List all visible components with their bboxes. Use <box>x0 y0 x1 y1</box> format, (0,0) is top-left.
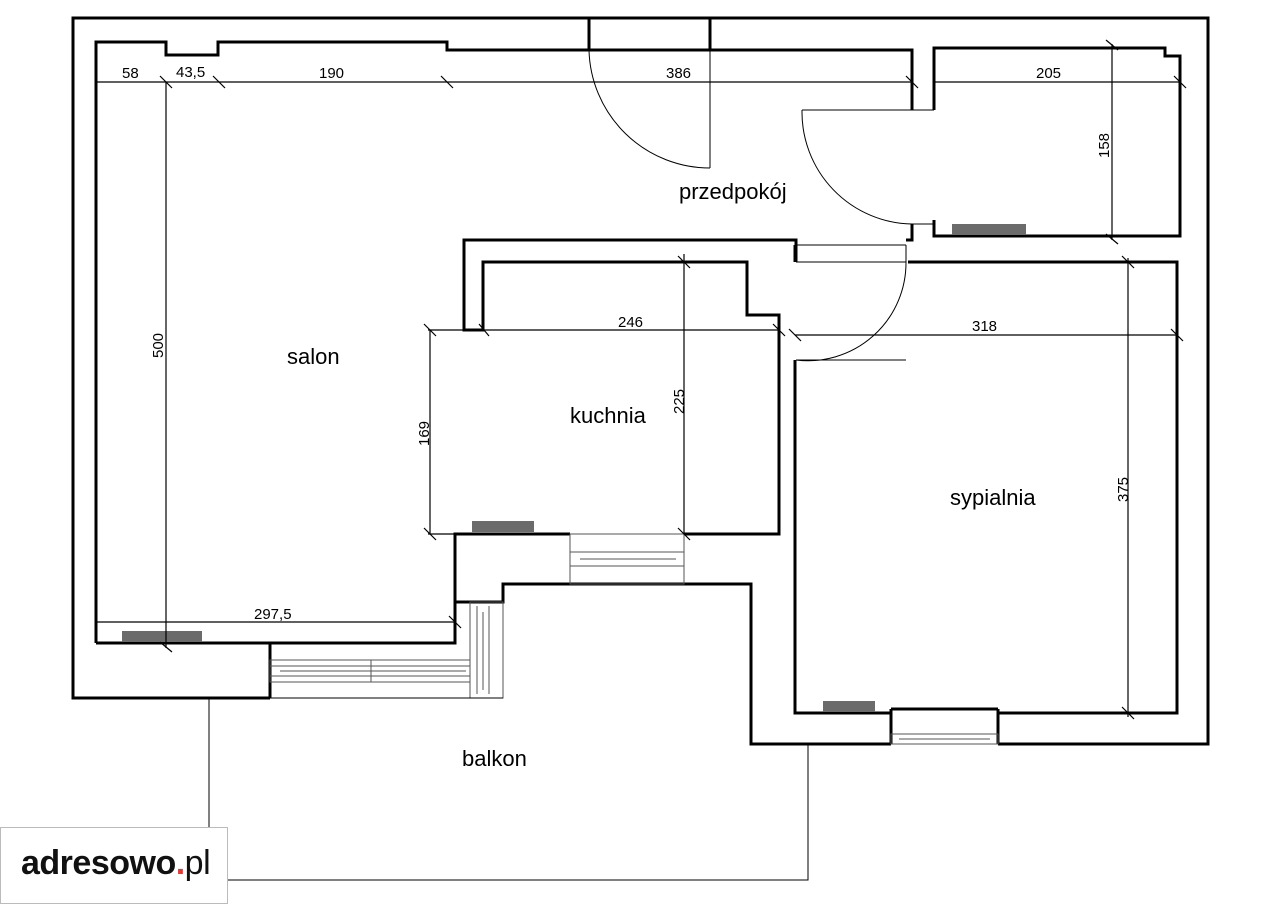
logo-tld: pl <box>184 844 211 882</box>
dimension-lines <box>95 39 1187 720</box>
room-label-przedpokoj: przedpokój <box>679 179 787 204</box>
dim-label-salon-top-c: 190 <box>319 65 344 82</box>
balcony-outline <box>208 698 809 881</box>
room-label-balkon: balkon <box>462 746 527 771</box>
room-label-sypialnia: sypialnia <box>950 485 1036 510</box>
room-label-kuchnia: kuchnia <box>570 403 647 428</box>
windows <box>269 533 999 745</box>
logo-name: adresowo <box>21 844 176 882</box>
dim-label-salon-top-a: 58 <box>122 65 139 82</box>
bathroom-walls <box>906 46 1182 242</box>
radiators <box>122 224 1026 712</box>
dim-label-salon-bottom: 297,5 <box>254 606 292 623</box>
dim-label-bath-width: 205 <box>1036 65 1061 82</box>
outer-walls <box>71 16 1210 746</box>
dim-label-bedroom-width: 318 <box>972 318 997 335</box>
room-label-salon: salon <box>287 344 340 369</box>
dim-label-kitchen-height: 225 <box>671 389 688 414</box>
dim-label-kitchen-inner-height: 169 <box>416 421 433 446</box>
dim-label-salon-top-b: 43,5 <box>176 64 205 81</box>
doors <box>587 18 934 362</box>
dim-label-salon-height: 500 <box>150 333 167 358</box>
dim-label-bath-height: 158 <box>1096 133 1113 158</box>
dim-label-kitchen-width: 246 <box>618 314 643 331</box>
adresowo-logo[interactable]: adresowo.pl <box>21 844 211 883</box>
logo-dot: . <box>175 844 185 882</box>
dim-label-bedroom-height: 375 <box>1115 477 1132 502</box>
dim-label-hall-top: 386 <box>666 65 691 82</box>
logo-box: adresowo.pl <box>0 827 228 904</box>
